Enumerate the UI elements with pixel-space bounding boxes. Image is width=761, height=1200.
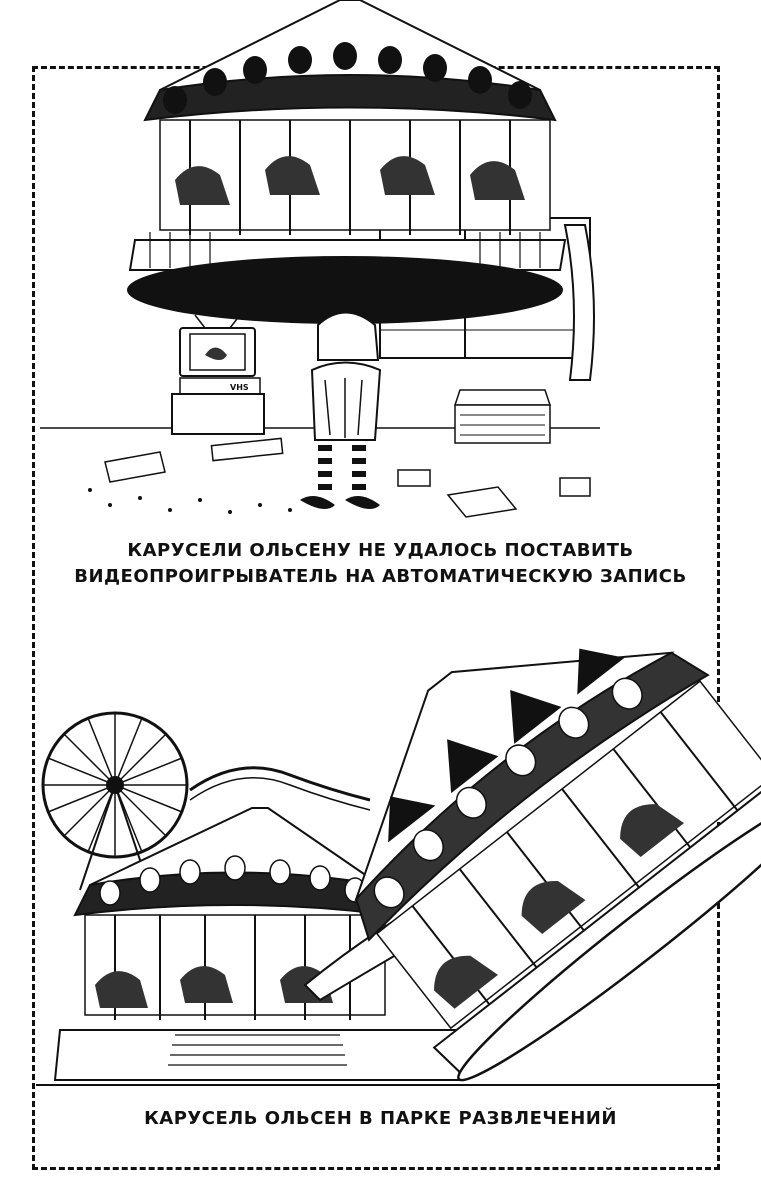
carousel-top: [127, 0, 567, 324]
clown-figure: [300, 311, 382, 509]
top-caption-line-1: КАРУСЕЛИ ОЛЬСЕНУ НЕ УДАЛОСЬ ПОСТАВИТЬ: [127, 540, 634, 561]
roller-coaster-track: [189, 766, 371, 802]
vcr-label: VHS: [230, 383, 249, 392]
carousel-upright: [53, 807, 462, 1081]
bottom-caption: КАРУСЕЛЬ ОЛЬСЕН В ПАРКЕ РАЗВЛЕЧЕНИЙ: [0, 1106, 761, 1132]
tv-vcr: VHS: [171, 314, 265, 435]
bottom-caption-text: КАРУСЕЛЬ ОЛЬСЕН В ПАРКЕ РАЗВЛЕЧЕНИЙ: [144, 1108, 617, 1129]
top-caption-line-2: ВИДЕОПРОИГРЫВАТЕЛЬ НА АВТОМАТИЧЕСКУЮ ЗАП…: [74, 566, 687, 587]
laundry-pile: [453, 389, 552, 444]
crumbs: [88, 488, 292, 514]
carousel-tilted: [354, 648, 761, 1082]
top-caption: КАРУСЕЛИ ОЛЬСЕНУ НЕ УДАЛОСЬ ПОСТАВИТЬ ВИ…: [0, 538, 761, 590]
top-panel-illustration: VHS: [40, 0, 600, 518]
ferris-wheel: [41, 711, 189, 891]
floor-debris: [104, 437, 591, 518]
